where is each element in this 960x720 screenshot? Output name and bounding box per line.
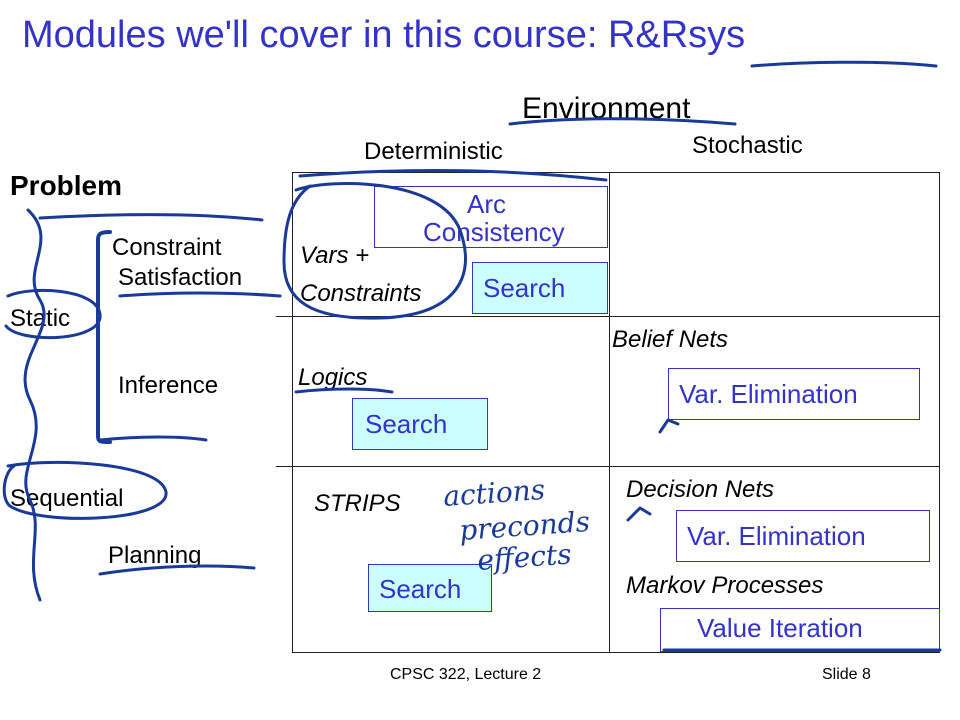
grid-top-line [292,172,940,173]
search-csp-box: Search [472,262,608,314]
var-elim-1-label: Var. Elimination [679,379,858,409]
grid-bottom-line [292,652,940,653]
value-iteration-box: Value Iteration [660,608,940,652]
constraint-label-line2: Satisfaction [118,264,243,291]
grid-row2-line [276,466,940,467]
inference-underline [98,435,208,442]
grid-mid-vertical [609,172,610,653]
arc-consistency-box: Arc Consistency [374,186,608,248]
footer-slide-number: Slide 8 [822,666,871,683]
arrow-mark-2 [626,506,652,522]
decision-nets-label: Decision Nets [626,476,775,503]
vars-label-line1: Vars + [300,242,370,269]
handwriting-actions: actions [442,473,546,513]
search-logic-box: Search [352,398,488,450]
satisfaction-underline [118,291,282,298]
deterministic-heading: Deterministic [364,138,503,165]
problem-heading: Problem [10,170,123,201]
handwriting-preconds: preconds [458,505,591,547]
inference-label: Inference [118,372,219,399]
constraint-label-line1: Constraint [112,234,222,261]
slide-title: Modules we'll cover in this course: R&Rs… [22,14,746,56]
search-csp-label: Search [483,273,566,303]
arrow-mark-1 [658,418,680,434]
belief-nets-label: Belief Nets [612,326,729,353]
vars-label-line2: Constraints [300,280,422,307]
environment-heading: Environment [522,92,691,125]
problem-underline [38,213,264,222]
title-underline [750,60,938,68]
arc-label-line1: Arc [467,189,506,219]
sequential-label: Sequential [10,485,124,512]
category-bracket [96,230,112,444]
arc-label-line2: Consistency [423,217,565,247]
footer-lecture: CPSC 322, Lecture 2 [390,666,542,683]
grid-row1-line [276,316,940,317]
markov-label: Markov Processes [626,572,824,599]
planning-label: Planning [108,542,202,569]
stochastic-heading: Stochastic [692,132,803,159]
var-elimination-box-2: Var. Elimination [676,510,930,562]
search-strips-label: Search [379,574,462,604]
search-logic-label: Search [365,409,448,439]
grid-left-line [292,172,293,653]
static-label: Static [10,305,71,332]
var-elimination-box-1: Var. Elimination [668,368,920,420]
strips-label: STRIPS [314,490,401,517]
logics-label: Logics [298,364,368,391]
var-elim-2-label: Var. Elimination [687,521,866,551]
left-wavy-bracket [23,208,46,602]
search-strips-box: Search [368,564,492,612]
value-iteration-label: Value Iteration [697,613,863,643]
grid-right-line [939,172,940,653]
